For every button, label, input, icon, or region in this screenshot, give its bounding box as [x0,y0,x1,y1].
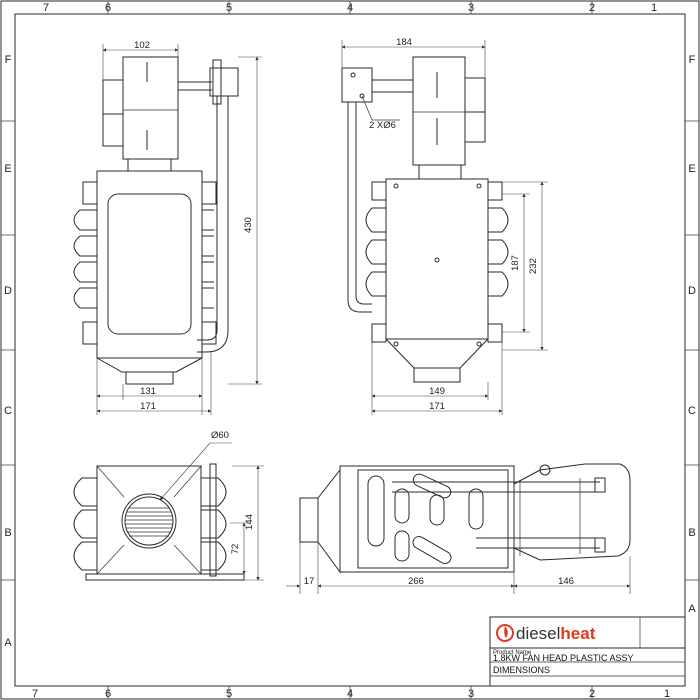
side-height-outer-label: 232 [528,258,539,274]
bottom-height-inner-label: 72 [230,544,241,555]
row-label-left: C [4,405,12,417]
col-label-bottom: 1 [664,688,670,700]
top-len-mid-label: 266 [408,576,424,587]
side-width-top-label: 184 [396,37,412,48]
flame-logo-icon [496,624,514,642]
top-view [299,463,631,574]
row-label-right: F [689,54,696,66]
col-label-bottom: 6 [105,688,111,700]
bottom-view [73,463,245,581]
bottom-height-outer-label: 144 [244,514,255,530]
col-label-top: 3 [468,2,474,14]
front-height-label: 430 [243,217,254,233]
bottom-diameter-label: Ø60 [211,430,229,441]
row-label-left: F [5,54,12,66]
row-label-right: D [688,285,696,297]
side-width-inner-label: 149 [429,386,445,397]
row-label-right: E [688,163,695,175]
drawing-title: DIMENSIONS [493,665,550,675]
side-height-inner-label: 187 [510,255,521,271]
row-label-left: B [4,527,11,539]
brand-logo-text: dieselheat [516,624,596,643]
front-dimensions [96,44,262,415]
row-label-right: B [688,527,695,539]
top-len-right-label: 146 [558,576,574,587]
col-label-bottom: 7 [32,688,38,700]
front-width-outer-label: 171 [140,401,156,412]
product-name-value: 1.8KW FAN HEAD PLASTIC ASSY [493,653,634,663]
front-width-inner-label: 131 [140,386,156,397]
col-label-top: 5 [226,2,232,14]
col-label-top: 7 [43,2,49,14]
grille-lines [125,507,173,537]
row-label-left: A [4,637,12,649]
product-name-label: Product Name [493,650,532,656]
row-label-left: D [4,285,12,297]
bottom-dimensions [159,442,264,581]
col-label-bottom: 2 [589,688,595,700]
col-label-bottom: 3 [468,688,474,700]
top-len-left-label: 17 [304,576,315,587]
top-dimensions [286,542,631,594]
row-label-right: A [688,603,696,615]
side-width-outer-label: 171 [429,401,445,412]
col-label-top: 2 [589,2,595,14]
front-width-top-label: 102 [134,40,150,51]
title-block [489,616,686,687]
col-label-top: 4 [347,2,353,14]
col-label-top: 6 [105,2,111,14]
row-label-left: E [4,163,11,175]
col-label-top: 1 [651,2,657,14]
side-view [341,56,509,383]
col-label-bottom: 5 [226,688,232,700]
row-label-right: C [688,405,696,417]
col-label-bottom: 4 [347,688,353,700]
side-dimensions [341,40,548,415]
side-hole-note: 2 XØ6 [369,120,396,131]
front-view [73,56,239,385]
